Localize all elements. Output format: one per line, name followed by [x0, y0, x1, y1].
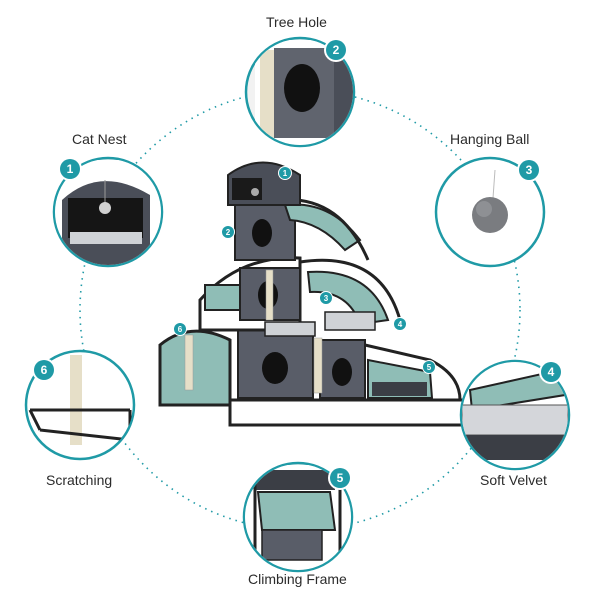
scratching-label: Scratching	[46, 472, 113, 488]
soft-velvet-detail	[459, 359, 571, 471]
tree-hole-detail	[244, 36, 356, 148]
cat-nest-label: Cat Nest	[72, 131, 127, 147]
soft-velvet-label: Soft Velvet	[480, 472, 547, 488]
hanging-ball-badge: 3	[519, 160, 539, 180]
tree-hole-badge: 2	[326, 40, 346, 60]
scratching-badge: 6	[34, 360, 54, 380]
cat-tree-product	[158, 161, 467, 427]
product-marker-2: 2	[222, 226, 234, 238]
hanging-ball-label: Hanging Ball	[450, 131, 530, 147]
cat-nest-badge: 1	[60, 159, 80, 179]
hanging-ball-detail	[434, 156, 546, 268]
scratching-detail	[24, 349, 136, 461]
soft-velvet-badge: 4	[541, 362, 561, 382]
tree-hole-label: Tree Hole	[266, 14, 327, 30]
climbing-frame-badge: 5	[330, 468, 350, 488]
product-marker-4: 4	[394, 318, 406, 330]
product-marker-1: 1	[279, 167, 291, 179]
product-marker-6: 6	[174, 323, 186, 335]
climbing-frame-label: Climbing Frame	[248, 571, 347, 587]
cat-nest-detail	[52, 156, 164, 268]
product-marker-5: 5	[423, 361, 435, 373]
product-marker-3: 3	[320, 292, 332, 304]
